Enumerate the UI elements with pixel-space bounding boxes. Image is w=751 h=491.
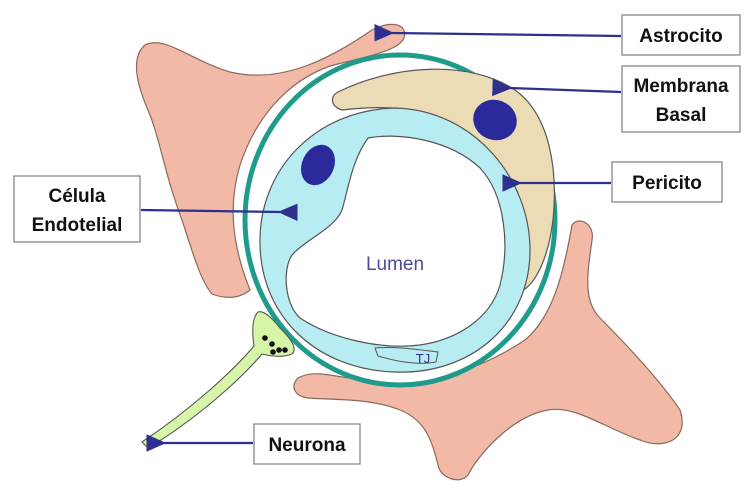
celula-endotelial-label-line1: Célula [48, 186, 105, 207]
pericito-callout: Pericito [612, 162, 722, 202]
neurona-callout: Neurona [254, 424, 360, 464]
celula-endotelial-label-line2: Endotelial [32, 215, 123, 236]
vesicle [269, 341, 275, 347]
membrana-basal-label-line1: Membrana [633, 76, 728, 97]
astrocito-label: Astrocito [639, 26, 722, 47]
vesicle [276, 347, 282, 353]
pericito-label: Pericito [632, 173, 702, 194]
membrana-basal-arrow [510, 88, 621, 92]
vesicle [270, 349, 276, 355]
membrana-basal-label-line2: Basal [656, 105, 707, 126]
celula-endotelial-callout: Célula Endotelial [14, 176, 140, 242]
tj-label: TJ [416, 351, 430, 366]
vesicle [282, 347, 288, 353]
astrocito-arrow [392, 33, 621, 36]
vesicle [262, 335, 268, 341]
membrana-basal-callout: Membrana Basal [622, 66, 740, 132]
astrocito-callout: Astrocito [622, 15, 740, 55]
neurona-label: Neurona [268, 435, 346, 456]
lumen-label: Lumen [366, 254, 424, 275]
